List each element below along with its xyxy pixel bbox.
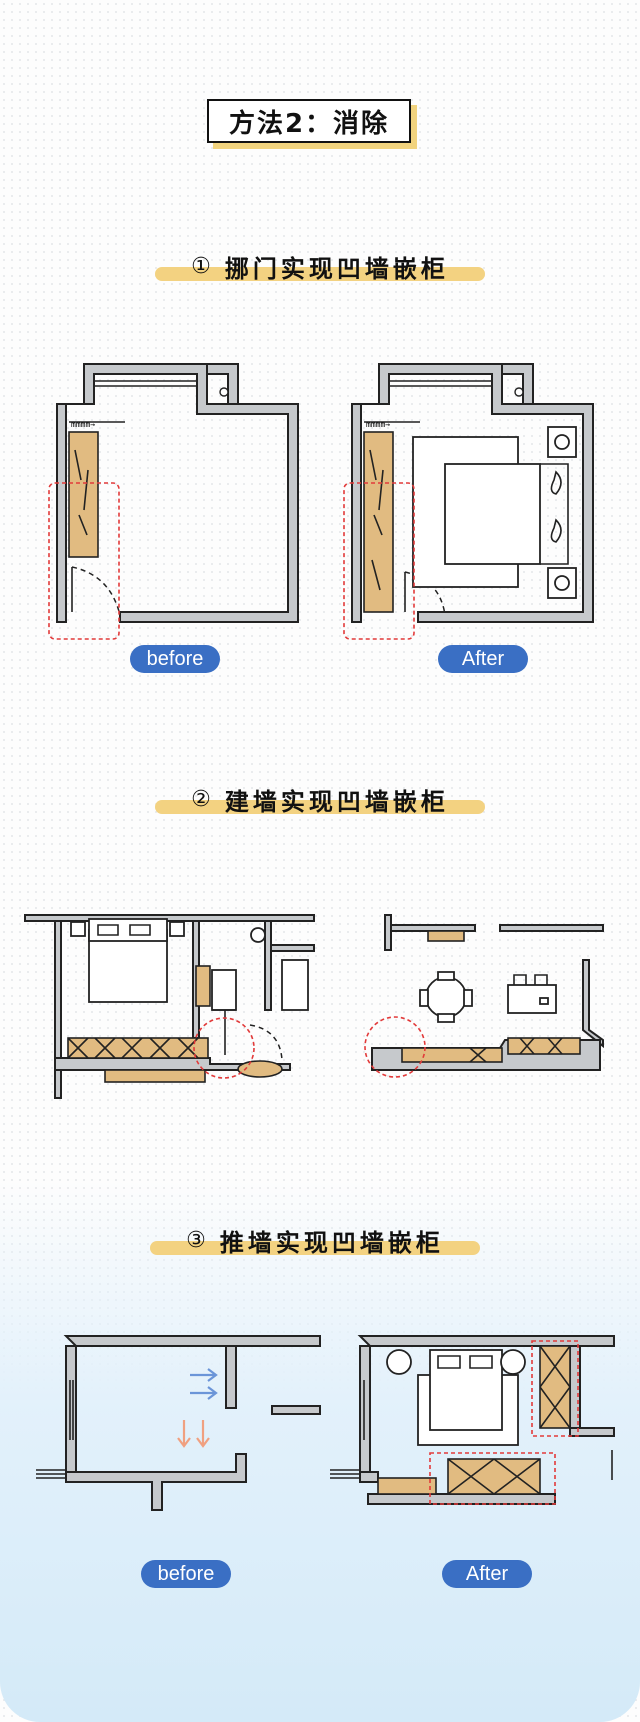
bed	[429, 1349, 503, 1431]
wardrobe	[68, 431, 99, 558]
after-label: After	[442, 1560, 532, 1588]
section-1-heading: ① 挪门实现凹墙嵌柜	[155, 253, 485, 283]
svg-text:mmmm→: mmmm→	[366, 420, 390, 429]
bed	[88, 929, 168, 1003]
cabinet-row	[507, 1037, 581, 1055]
section-number: ②	[191, 786, 215, 812]
section-title: 建墙实现凹墙嵌柜	[224, 787, 449, 816]
page-title: 方法2：消除	[207, 99, 411, 143]
section-3-heading: ③ 推墙实现凹墙嵌柜	[150, 1227, 480, 1257]
section-title: 挪门实现凹墙嵌柜	[224, 254, 449, 283]
highlight-dashed-box	[48, 482, 120, 640]
cabinet-row	[377, 1477, 437, 1495]
section-number: ③	[186, 1227, 210, 1253]
before-label: before	[130, 645, 220, 673]
heading-highlight-bar	[155, 267, 485, 281]
wardrobe	[539, 1345, 571, 1429]
section-2-heading: ② 建墙实现凹墙嵌柜	[155, 786, 485, 816]
highlight-dashed-circle	[364, 1016, 426, 1078]
before-label: before	[141, 1560, 231, 1588]
heading-highlight-bar	[155, 800, 485, 814]
tv-cabinet	[104, 1069, 206, 1083]
page-title-text: 方法2：消除	[228, 108, 390, 139]
highlight-dashed-box	[343, 482, 415, 640]
bed	[444, 463, 541, 565]
highlight-dashed-box	[531, 1340, 579, 1437]
section-title: 推墙实现凹墙嵌柜	[219, 1228, 444, 1257]
background-gradient	[0, 1180, 640, 1722]
cabinet-row	[67, 1037, 209, 1059]
highlight-dashed-box	[429, 1452, 556, 1505]
highlight-dashed-circle	[193, 1017, 255, 1079]
svg-text:mmmm→: mmmm→	[71, 420, 95, 429]
cabinet-row	[447, 1458, 541, 1495]
section-number: ①	[191, 253, 215, 279]
heading-highlight-bar	[150, 1241, 480, 1255]
after-label: After	[438, 645, 528, 673]
cabinet-row	[401, 1047, 503, 1063]
